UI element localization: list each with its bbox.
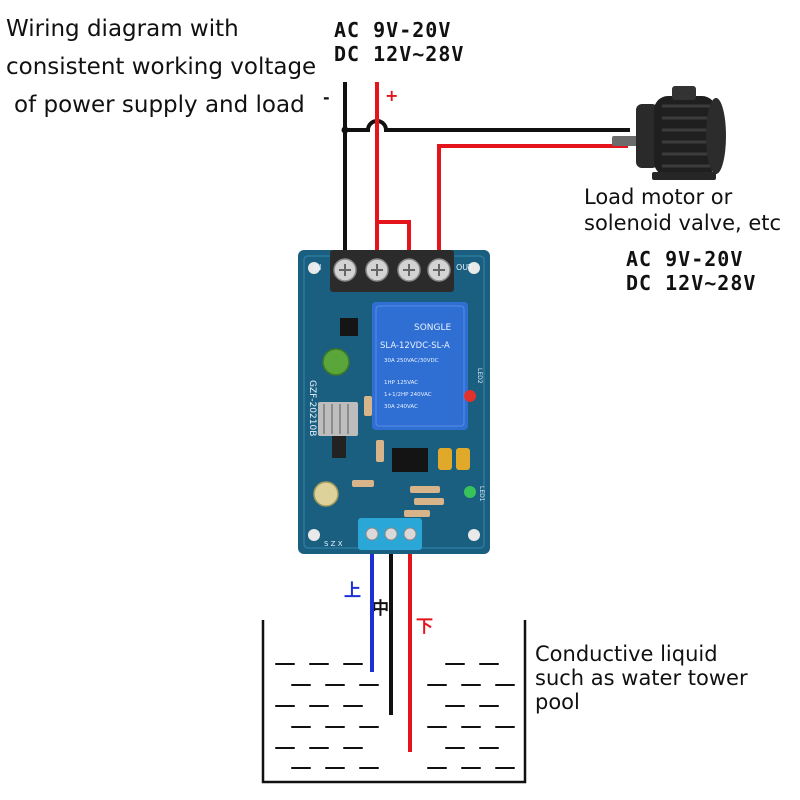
- probe-pin-labels: S Z X: [324, 540, 343, 548]
- load-dc-spec: DC 12V~28V: [626, 271, 757, 295]
- load-voltage-spec: AC 9V-20V DC 12V~28V: [626, 247, 756, 295]
- power-terminal-block: [330, 250, 454, 292]
- relay-icon: SONGLE SLA-12VDC-SL-A 30A 250VAC/30VDC 1…: [372, 302, 468, 430]
- liquid-label-line-3: pool: [535, 690, 580, 714]
- capacitor-small: [438, 448, 452, 470]
- resistors: [352, 396, 444, 517]
- led-icon: [464, 390, 476, 498]
- load-label-line-1: Load motor or: [584, 185, 733, 209]
- supply-negative-sign: -: [323, 88, 330, 107]
- supply-ac-spec: AC 9V-20V: [334, 18, 452, 42]
- relay-rating-4: 30A 240VAC: [384, 404, 418, 410]
- probe-upper-label: 上: [344, 581, 361, 601]
- title-line-1: Wiring diagram with: [6, 16, 239, 42]
- relay-rating-2: 1HP 125VAC: [384, 380, 418, 386]
- capacitor-icon: [313, 348, 350, 507]
- liquid-label: Conductive liquid such as water tower po…: [535, 642, 748, 714]
- liquid-label-line-1: Conductive liquid: [535, 642, 718, 666]
- wire-junction: [341, 126, 349, 134]
- supply-positive-sign: +: [385, 86, 399, 105]
- load-output-wire: [437, 144, 628, 268]
- board-model-code: GZF-20210B: [307, 380, 317, 436]
- load-label: Load motor or solenoid valve, etc: [584, 184, 781, 236]
- probe-middle-label: 中: [372, 599, 389, 619]
- ic-chip: [392, 448, 428, 472]
- motor-icon: [612, 86, 726, 180]
- in-label: IN: [313, 263, 321, 272]
- title-line-3: of power supply and load: [14, 92, 305, 118]
- terminal-screw-icon: [333, 258, 451, 282]
- relay-model: SLA-12VDC-SL-A: [380, 341, 450, 351]
- liquid-tank: [261, 620, 527, 784]
- diagram-title: Wiring diagram with consistent working v…: [6, 10, 316, 124]
- capacitor-small-2: [456, 448, 470, 470]
- relay-rating-3: 1+1/2HP 240VAC: [384, 392, 432, 398]
- heatsink-icon: [318, 402, 358, 458]
- supply-voltage-spec: AC 9V-20V DC 12V~28V: [334, 18, 464, 66]
- supply-dc-spec: DC 12V~28V: [334, 42, 465, 66]
- led1-label: LED1: [478, 486, 485, 502]
- load-label-line-2: solenoid valve, etc: [584, 211, 782, 235]
- liquid-label-line-2: such as water tower: [535, 666, 748, 690]
- motor-return-wire: [345, 119, 630, 132]
- out-label: OUT: [456, 263, 473, 272]
- relay-rating-1: 30A 250VAC/30VDC: [384, 358, 439, 364]
- probe-terminal-block: [358, 518, 422, 550]
- rectifier-chip: [340, 318, 358, 336]
- relay-brand: SONGLE: [414, 323, 452, 333]
- load-ac-spec: AC 9V-20V: [626, 247, 744, 271]
- probe-lower-label: 下: [416, 617, 433, 637]
- liquid-surface-lines: [275, 663, 515, 769]
- title-line-2: consistent working voltage: [6, 54, 317, 80]
- led2-label: LED2: [476, 368, 483, 384]
- controller-board: IN OUT SONGLE SLA-12VDC-SL-A 30A 250VAC/…: [298, 250, 490, 554]
